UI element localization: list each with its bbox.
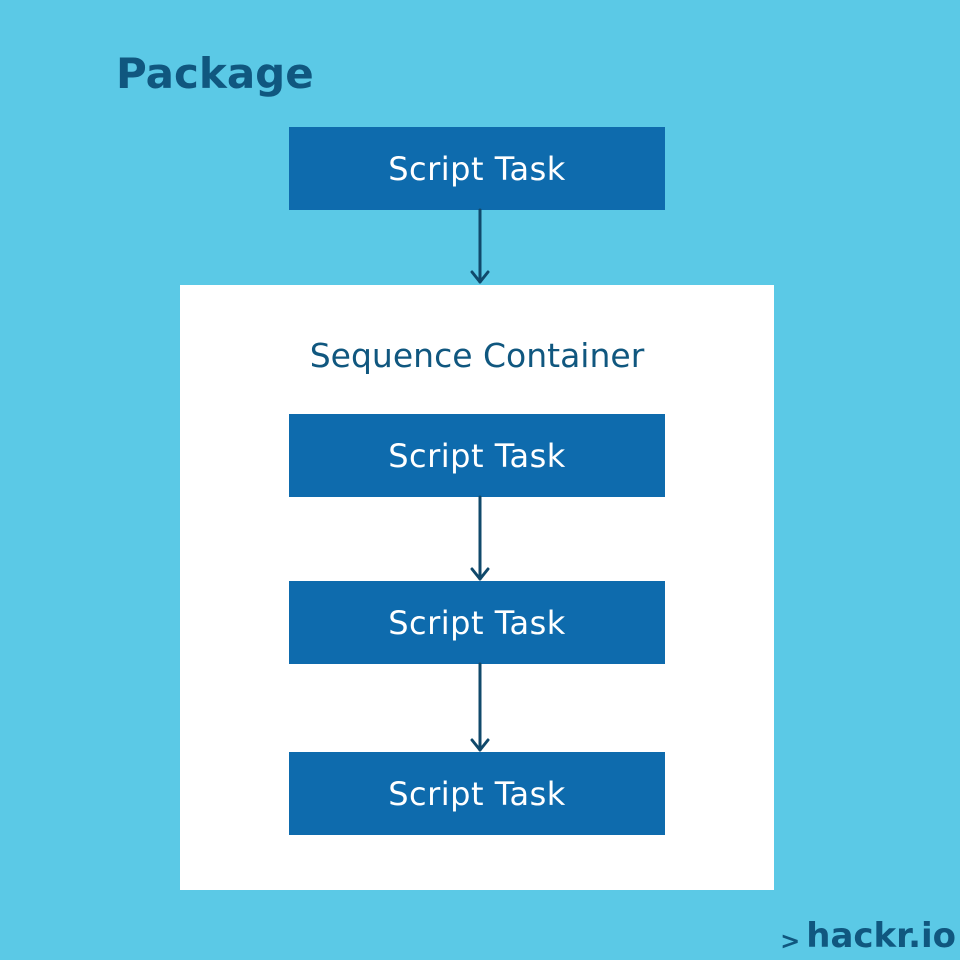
task-label: Script Task xyxy=(388,603,566,642)
sequence-container-title: Sequence Container xyxy=(309,336,645,375)
task-label: Script Task xyxy=(388,774,566,813)
arrow-package-to-container xyxy=(470,208,490,284)
task-label: Script Task xyxy=(388,436,566,475)
container-script-task-2: Script Task xyxy=(289,581,665,664)
task-label: Script Task xyxy=(388,149,566,188)
package-script-task: Script Task xyxy=(289,127,665,210)
container-script-task-1: Script Task xyxy=(289,414,665,497)
chevron-right-icon: > xyxy=(780,927,801,955)
package-title: Package xyxy=(116,49,314,98)
brand-name: hackr.io xyxy=(806,916,956,956)
container-script-task-3: Script Task xyxy=(289,752,665,835)
brand-logo: > hackr.io xyxy=(780,918,956,954)
